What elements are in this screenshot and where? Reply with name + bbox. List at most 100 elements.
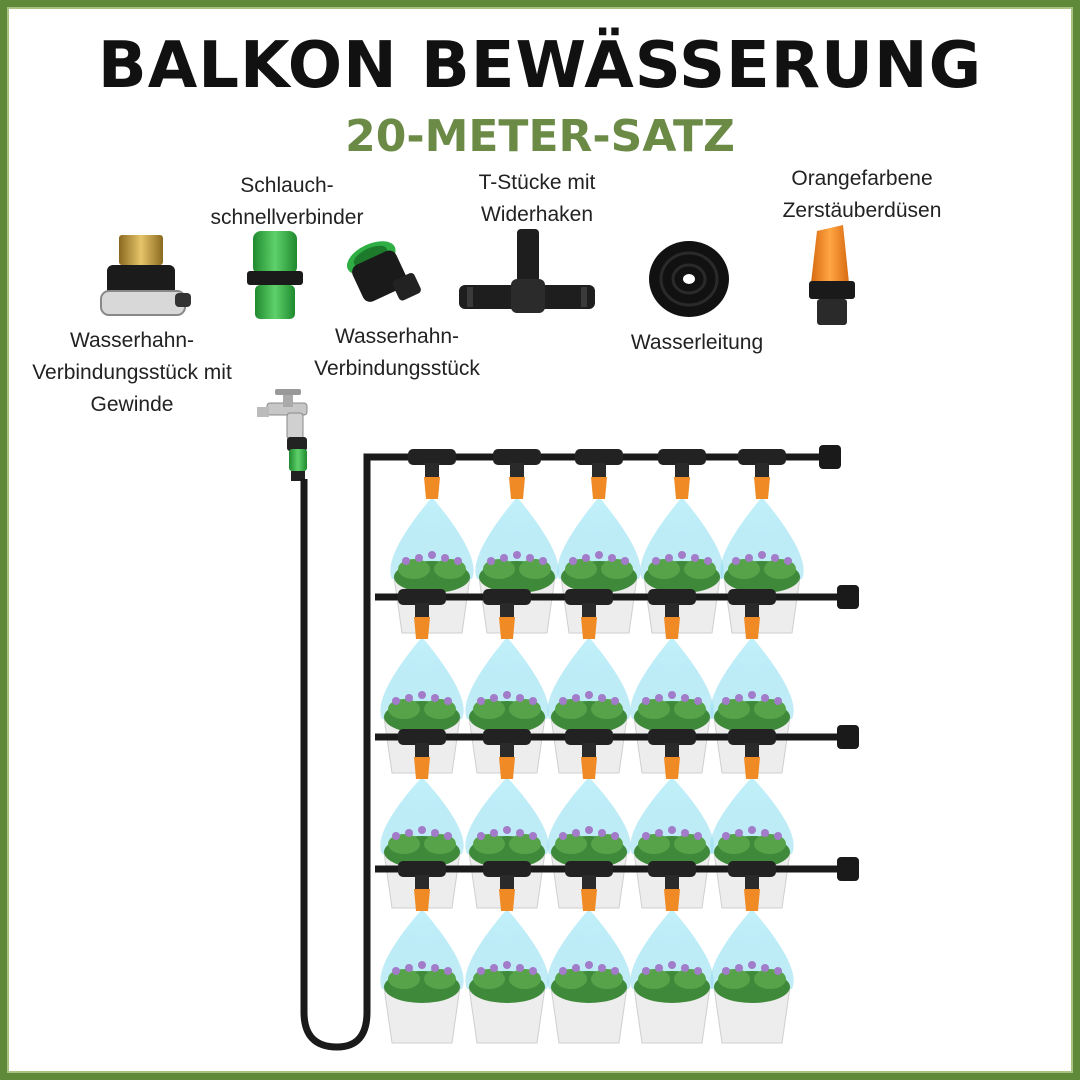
t-piece [398, 729, 446, 745]
pipe-end-cap [819, 445, 841, 469]
t-piece [565, 729, 613, 745]
flower [428, 551, 436, 559]
flower [691, 554, 699, 562]
label-faucet-thread: Wasserhahn- Verbindungsstück mit Gewinde [32, 329, 232, 416]
t-piece [728, 729, 776, 745]
flower [761, 694, 769, 702]
t-piece [565, 589, 613, 605]
t-piece-stem [415, 875, 429, 889]
t-piece-stem [675, 463, 689, 477]
flower [477, 832, 485, 840]
flower [774, 832, 782, 840]
t-piece-stem [665, 603, 679, 617]
flower [735, 694, 743, 702]
orange-nozzle [744, 889, 760, 911]
t-piece-stem [745, 875, 759, 889]
page-subtitle: 20-METER-SATZ [345, 111, 735, 162]
flower [415, 554, 423, 562]
orange-nozzle [581, 617, 597, 639]
orange-nozzle [744, 757, 760, 779]
flower [642, 967, 650, 975]
flower [748, 826, 756, 834]
flower [585, 826, 593, 834]
flower [748, 691, 756, 699]
flower [655, 829, 663, 837]
flower [513, 551, 521, 559]
threaded-faucet-connector-icon [100, 235, 191, 316]
flower [722, 832, 730, 840]
flower [503, 826, 511, 834]
flower [761, 829, 769, 837]
t-piece [483, 729, 531, 745]
flower [454, 557, 462, 565]
flower [477, 697, 485, 705]
flower [487, 557, 495, 565]
flower [611, 697, 619, 705]
flower [735, 829, 743, 837]
flower [490, 694, 498, 702]
mist-spray [465, 637, 549, 719]
t-piece [398, 861, 446, 877]
mist-spray [720, 497, 804, 579]
orange-nozzle [509, 477, 525, 499]
flower [585, 961, 593, 969]
orange-nozzle [591, 477, 607, 499]
feed-hose [300, 453, 827, 1051]
flower [652, 557, 660, 565]
flower [642, 832, 650, 840]
t-piece [648, 589, 696, 605]
t-piece-stem [415, 603, 429, 617]
pipe-end-cap [837, 585, 859, 609]
flower [678, 551, 686, 559]
t-piece-stem [582, 743, 596, 757]
mist-spray [630, 637, 714, 719]
flower [444, 832, 452, 840]
flower [526, 554, 534, 562]
t-piece [738, 449, 786, 465]
orange-nozzle [499, 617, 515, 639]
t-piece [483, 861, 531, 877]
t-piece [648, 861, 696, 877]
label-quick-connector: Schlauch- schnellverbinder [210, 174, 364, 229]
mist-spray [465, 909, 549, 989]
flower [694, 832, 702, 840]
orange-nozzle [664, 889, 680, 911]
flower [405, 694, 413, 702]
orange-nozzle [414, 889, 430, 911]
flower [503, 961, 511, 969]
flower [694, 697, 702, 705]
t-piece-stem [582, 603, 596, 617]
flower [748, 961, 756, 969]
flower [392, 967, 400, 975]
flower [418, 961, 426, 969]
mist-spray [390, 497, 474, 579]
orange-nozzle [664, 757, 680, 779]
irrigation-illustration [100, 225, 859, 1051]
flower [572, 964, 580, 972]
faucet-connector-icon [346, 241, 421, 302]
flower [402, 557, 410, 565]
label-water-line: Wasserleitung [630, 331, 764, 354]
barbed-t-piece-icon [459, 229, 595, 313]
t-piece-stem [500, 603, 514, 617]
t-piece-stem [415, 743, 429, 757]
orange-nozzle [754, 477, 770, 499]
t-piece-stem [582, 875, 596, 889]
flower [559, 967, 567, 975]
flower [585, 691, 593, 699]
flower [582, 554, 590, 562]
t-piece-stem [500, 743, 514, 757]
orange-nozzle [499, 889, 515, 911]
t-piece-stem [755, 463, 769, 477]
flower [681, 694, 689, 702]
flower [503, 691, 511, 699]
label-t-piece: T-Stücke mit Widerhaken [478, 171, 596, 226]
flower [418, 691, 426, 699]
flower [745, 554, 753, 562]
flower [444, 967, 452, 975]
t-piece [398, 589, 446, 605]
orange-nozzle [744, 617, 760, 639]
t-piece-stem [425, 463, 439, 477]
flower [598, 829, 606, 837]
